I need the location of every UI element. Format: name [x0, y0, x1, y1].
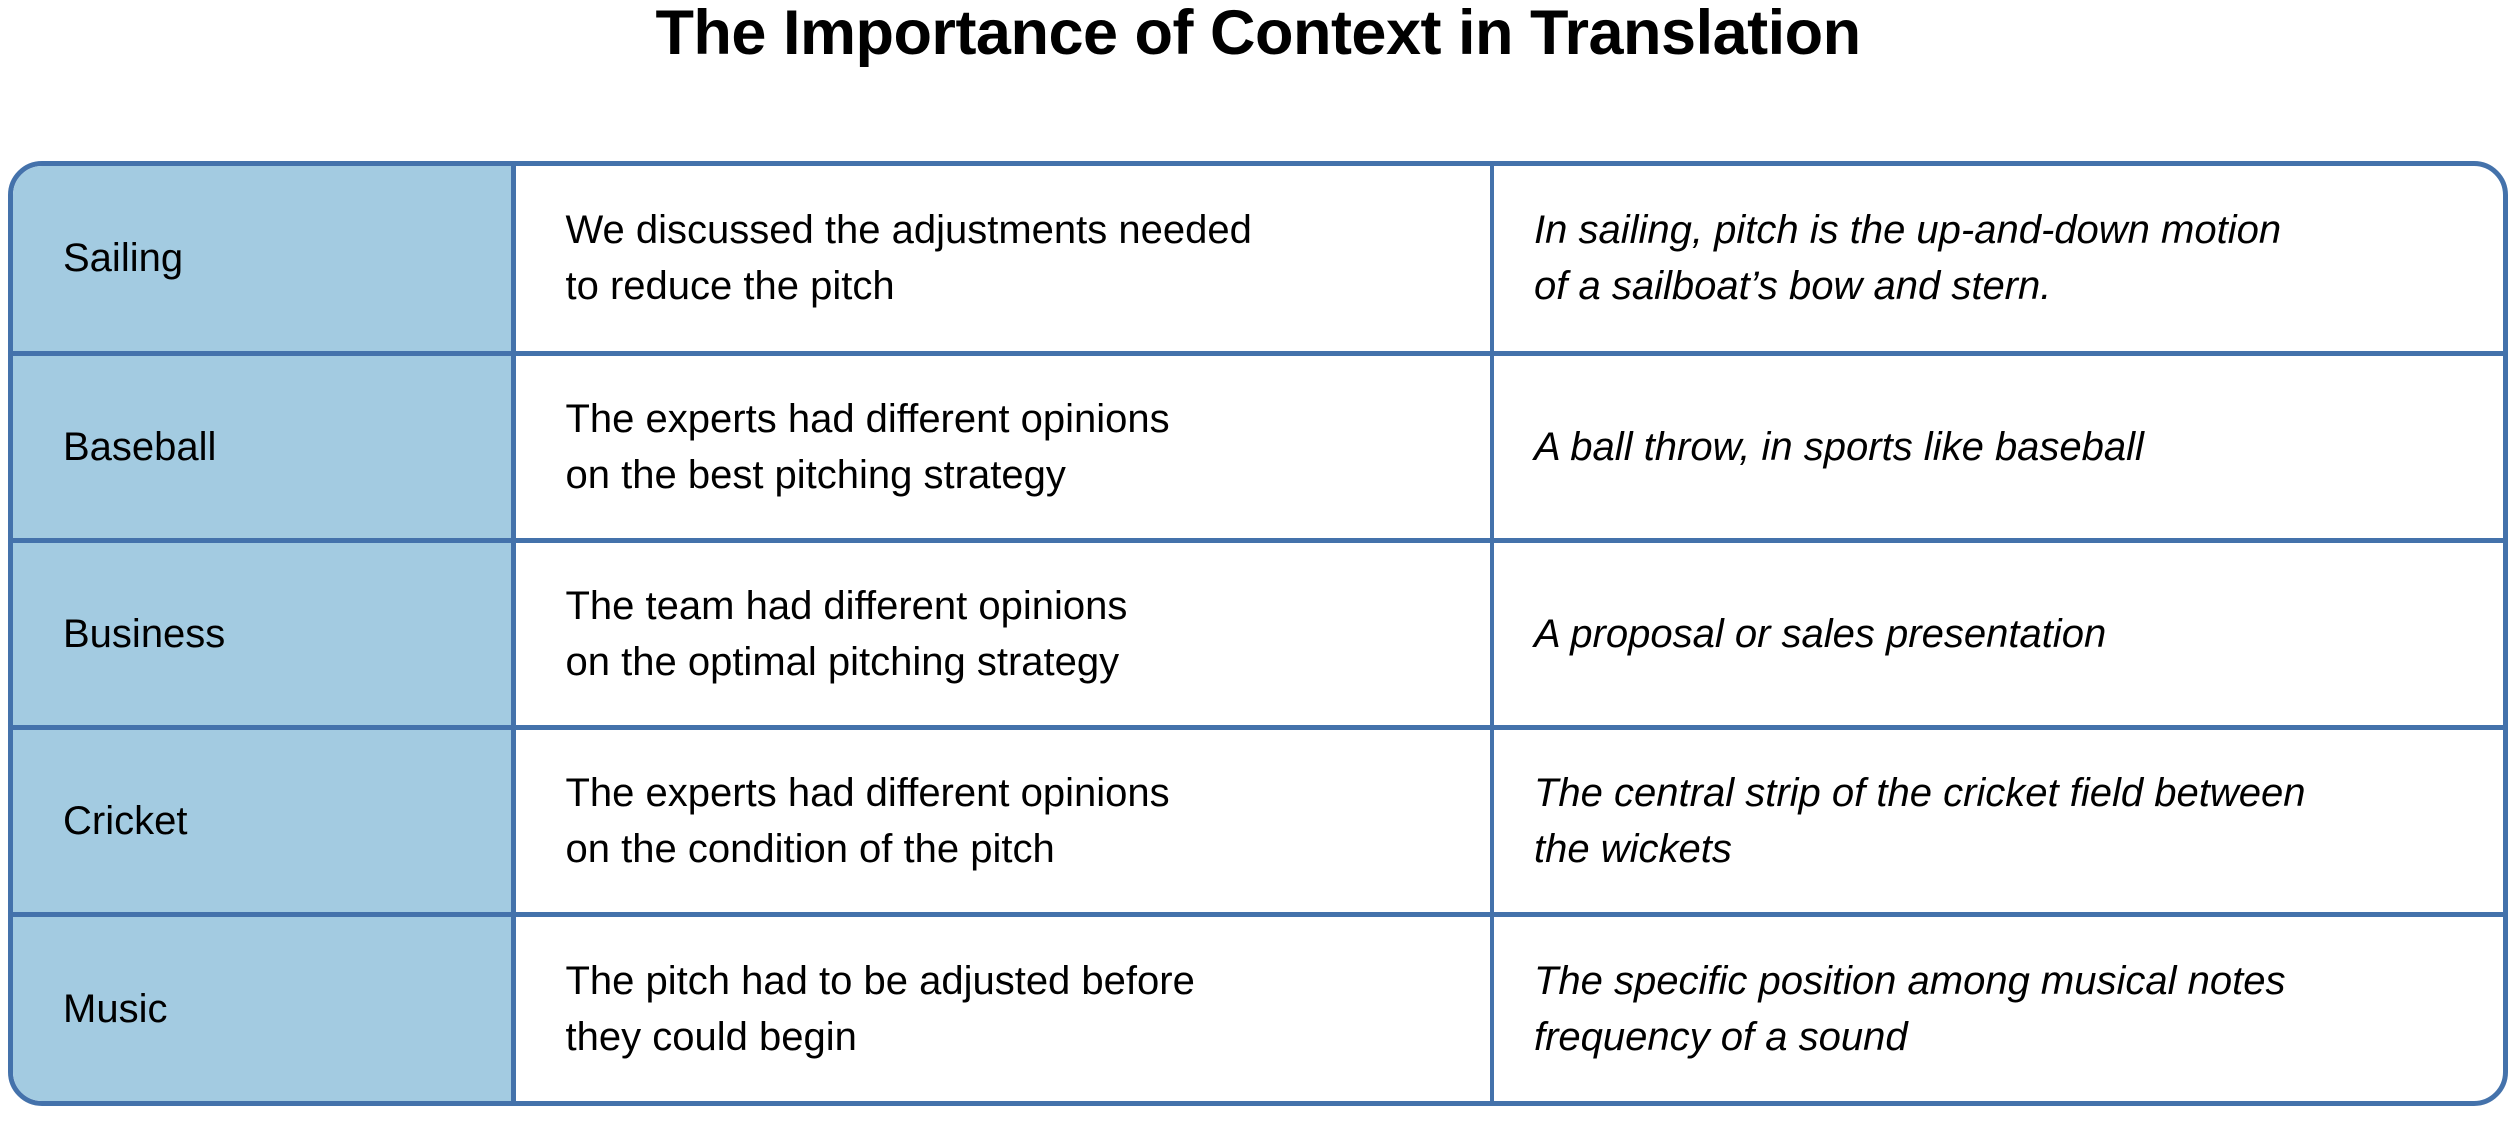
table-row: Cricket The experts had different opinio…	[13, 724, 2503, 914]
sentence-line-1: The experts had different opinions	[565, 396, 1170, 441]
sentence-line-2: on the condition of the pitch	[565, 826, 1055, 871]
sentence-line-2: to reduce the pitch	[565, 264, 895, 309]
sentence-line-1: The pitch had to be adjusted before	[565, 958, 1195, 1003]
meaning-line-1: In sailing, pitch is the up-and-down mot…	[1534, 208, 2282, 253]
meaning-line-1: A proposal or sales presentation	[1534, 611, 2107, 656]
cell-sentence-sailing: We discussed the adjustments needed to r…	[513, 166, 1494, 353]
domain-label: Business	[63, 611, 226, 656]
meaning-line-2: the wickets	[1534, 826, 1732, 871]
sentence-line-1: The team had different opinions	[565, 583, 1128, 628]
context-table-container: Sailing We discussed the adjustments nee…	[8, 161, 2508, 1106]
sentence-line-2: they could begin	[565, 1014, 857, 1059]
meaning-line-1: The central strip of the cricket field b…	[1534, 770, 2306, 815]
page-title: The Importance of Context in Translation	[655, 0, 1861, 68]
domain-label: Music	[63, 986, 168, 1031]
cell-sentence-music: The pitch had to be adjusted before they…	[513, 911, 1494, 1101]
cell-sentence-business: The team had different opinions on the o…	[513, 537, 1494, 727]
cell-domain-sailing: Sailing	[13, 166, 516, 353]
meaning-line-1: The specific position among musical note…	[1534, 958, 2286, 1003]
context-table: Sailing We discussed the adjustments nee…	[13, 166, 2503, 1101]
domain-label: Sailing	[63, 236, 184, 281]
cell-sentence-cricket: The experts had different opinions on th…	[513, 724, 1494, 914]
sentence-line-1: We discussed the adjustments needed	[565, 208, 1252, 253]
cell-meaning-business: A proposal or sales presentation	[1492, 537, 2503, 727]
cell-meaning-sailing: In sailing, pitch is the up-and-down mot…	[1492, 166, 2503, 353]
sentence-line-1: The experts had different opinions	[565, 770, 1170, 815]
cell-domain-cricket: Cricket	[13, 724, 516, 914]
cell-domain-baseball: Baseball	[13, 350, 516, 540]
sentence-line-2: on the best pitching strategy	[565, 452, 1066, 497]
table-row: Baseball The experts had different opini…	[13, 350, 2503, 540]
table-row: Music The pitch had to be adjusted befor…	[13, 911, 2503, 1101]
domain-label: Baseball	[63, 424, 217, 469]
meaning-line-2: of a sailboat’s bow and stern.	[1534, 264, 2052, 309]
cell-domain-business: Business	[13, 537, 516, 727]
cell-sentence-baseball: The experts had different opinions on th…	[513, 350, 1494, 540]
table-row: Sailing We discussed the adjustments nee…	[13, 166, 2503, 353]
cell-meaning-music: The specific position among musical note…	[1492, 911, 2503, 1101]
cell-meaning-baseball: A ball throw, in sports like baseball	[1492, 350, 2503, 540]
table-row: Business The team had different opinions…	[13, 537, 2503, 727]
sentence-line-2: on the optimal pitching strategy	[565, 639, 1120, 684]
domain-label: Cricket	[63, 798, 188, 843]
meaning-line-2: frequency of a sound	[1534, 1014, 1908, 1059]
cell-domain-music: Music	[13, 911, 516, 1101]
meaning-line-1: A ball throw, in sports like baseball	[1534, 424, 2144, 469]
cell-meaning-cricket: The central strip of the cricket field b…	[1492, 724, 2503, 914]
